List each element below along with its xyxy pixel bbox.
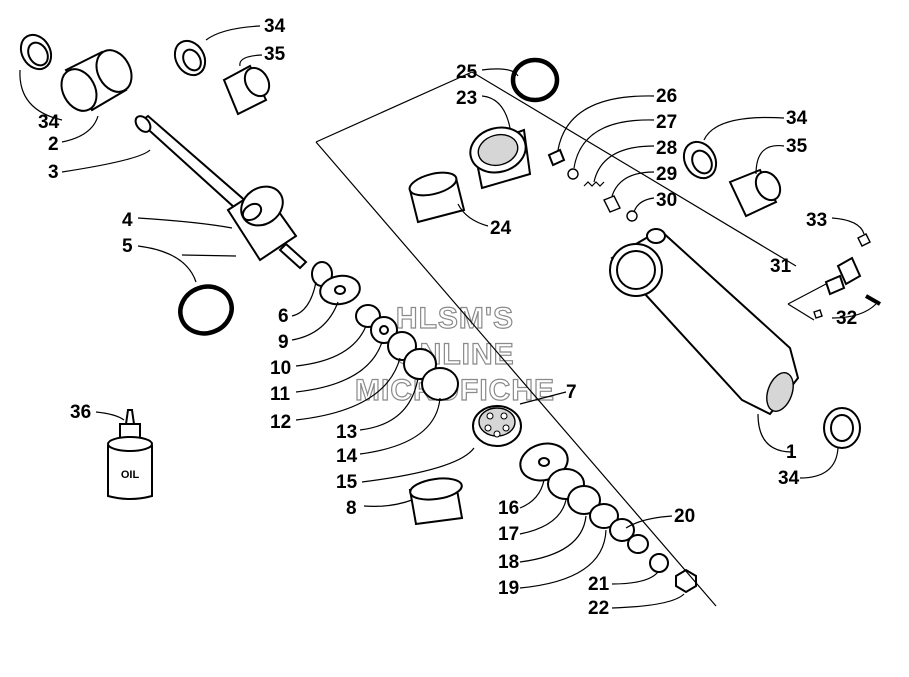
spring-part-28 <box>583 181 605 187</box>
callout-29: 29 <box>656 164 677 185</box>
callout-10: 10 <box>270 358 291 379</box>
callout-14: 14 <box>336 446 358 467</box>
cylinder-body-part-1 <box>609 228 800 416</box>
o-ring-part-25 <box>510 57 560 103</box>
seal-part-34-upper-left <box>19 33 53 71</box>
shim-part-18 <box>567 485 601 515</box>
callout-8: 8 <box>346 498 357 519</box>
callout-34-d: 34 <box>778 468 800 489</box>
callout-22: 22 <box>588 598 609 619</box>
callout-26: 26 <box>656 86 677 107</box>
valve-stack <box>311 261 697 594</box>
callout-7: 7 <box>566 382 577 403</box>
callout-19: 19 <box>498 578 519 599</box>
callout-21: 21 <box>588 574 610 595</box>
piston-head-part-4 <box>226 185 308 270</box>
valve-parts-26-30 <box>547 148 638 222</box>
callout-34-b: 34 <box>38 112 60 133</box>
callout-3: 3 <box>48 162 59 183</box>
callout-35-a: 35 <box>264 44 286 65</box>
shaft-assembly <box>19 33 308 336</box>
shim-part-19 <box>589 503 619 529</box>
callout-5: 5 <box>122 236 133 257</box>
shim-part-a <box>627 534 649 554</box>
callout-16: 16 <box>498 498 519 519</box>
callout-numbers: 34 35 34 2 3 4 5 6 9 10 11 12 13 14 15 8… <box>38 16 857 619</box>
callout-36: 36 <box>70 402 91 423</box>
reservoir-part-23 <box>469 126 532 190</box>
callout-18: 18 <box>498 552 519 573</box>
watermark-line-1: HLSM'S <box>396 302 514 335</box>
plunger-part-29 <box>603 195 621 213</box>
callout-33: 33 <box>806 210 827 231</box>
callout-17: 17 <box>498 524 519 545</box>
o-ring-part-5 <box>178 284 234 336</box>
callout-11: 11 <box>270 384 291 405</box>
seal-part-34-lower-right <box>823 407 861 449</box>
callout-30: 30 <box>656 190 677 211</box>
oil-bottle-part-36: OIL <box>107 409 153 500</box>
callout-2: 2 <box>48 134 59 155</box>
callout-12: 12 <box>270 412 291 433</box>
screw-part-33 <box>857 233 871 247</box>
ring-part-24 <box>408 171 466 224</box>
washer-part-21 <box>649 553 669 573</box>
callout-27: 27 <box>656 112 677 133</box>
callout-34-a: 34 <box>264 16 286 37</box>
callout-23: 23 <box>456 88 477 109</box>
callout-28: 28 <box>656 138 677 159</box>
shaft-part-3 <box>134 114 258 220</box>
callout-4: 4 <box>122 210 133 231</box>
pin-part-32 <box>865 294 881 306</box>
piston-ring-part-8 <box>408 477 464 526</box>
callout-9: 9 <box>278 332 289 353</box>
callout-6: 6 <box>278 306 289 327</box>
bracket-frame <box>315 71 797 607</box>
callout-31: 31 <box>770 256 792 277</box>
shim-part-14 <box>421 367 459 401</box>
bushing-set-right <box>682 140 782 218</box>
bushing-set-upper-middle <box>173 39 271 116</box>
callout-20: 20 <box>674 506 695 527</box>
oil-label: OIL <box>121 469 140 481</box>
callout-32: 32 <box>836 308 857 329</box>
callout-15: 15 <box>336 472 358 493</box>
shim-part-20 <box>609 518 635 542</box>
cylinder-assembly <box>315 57 881 607</box>
callout-13: 13 <box>336 422 357 443</box>
cap-part-26 <box>547 148 566 167</box>
adjuster-parts-31-33 <box>787 233 881 321</box>
ball-part-27 <box>567 168 579 180</box>
callout-35-b: 35 <box>786 136 808 157</box>
callout-24: 24 <box>490 218 512 239</box>
seal-part-30 <box>626 210 638 222</box>
callout-25: 25 <box>456 62 478 83</box>
eyelet-part-2 <box>60 49 133 112</box>
callout-1: 1 <box>786 442 797 463</box>
callout-34-c: 34 <box>786 108 808 129</box>
leader-lines <box>19 25 877 609</box>
nut-part-22 <box>675 568 697 594</box>
piston-part-7 <box>472 405 522 447</box>
